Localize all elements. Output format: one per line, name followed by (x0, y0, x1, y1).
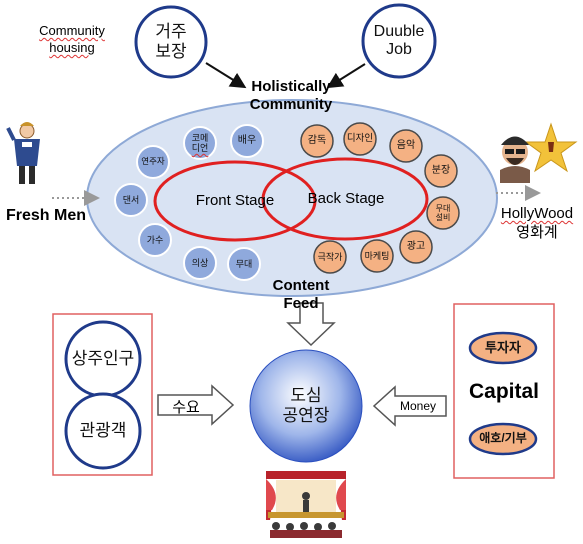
patron-pill-line-1: 애호/기부 (479, 431, 527, 446)
role-costume-circle (183, 246, 217, 280)
role-director-label: 감독 (301, 125, 333, 157)
back-stage-label: Back Stage (307, 190, 385, 207)
role-singer-line-1: 가수 (146, 234, 164, 245)
role-design-label: 디자인 (344, 123, 376, 155)
community-housing-line-2: housing (49, 40, 95, 55)
role-music-label: 음악 (390, 130, 422, 162)
front-stage-ring (153, 160, 317, 242)
housing-guarantee-text: 거주 보장 (136, 7, 206, 77)
tourist-line-1: 관광객 (79, 421, 127, 441)
money-arrow-label: Money (399, 399, 437, 413)
content-feed-label: Content Feed (262, 277, 340, 313)
hollywood-star-icon (500, 122, 578, 183)
double-job-line-1: Duuble (373, 22, 425, 40)
role-design-line-1: 디자인 (346, 132, 374, 144)
role-actor-circle (230, 124, 264, 158)
resident-population-text: 상주인구 (66, 322, 140, 396)
housing-guarantee-line-2: 보장 (155, 42, 187, 61)
tourist-circle (64, 392, 142, 470)
double-job-circle (361, 3, 437, 79)
role-director-circle (300, 124, 334, 158)
urban-theater-text: 도심 공연장 (256, 370, 356, 442)
role-dancer-line-1: 댄서 (122, 194, 140, 205)
role-design-circle (343, 122, 377, 156)
role-stage-equipment-label: 무대 설비 (427, 197, 459, 229)
role-stage-equipment-line-2: 설비 (435, 213, 451, 222)
capital-title: Capital (468, 380, 539, 403)
hollywood-line-2: 영화계 (516, 224, 558, 241)
ellipse-title: Holistically Community (232, 78, 350, 114)
ellipse-title-line-2: Community (249, 96, 333, 113)
content-feed-line-1: Content (272, 277, 330, 294)
role-makeup-label: 분장 (425, 155, 457, 187)
patron-pill (468, 422, 538, 456)
housing-arrow (205, 62, 247, 89)
hollywood-label: HollyWood 영화계 (494, 204, 580, 242)
double-job-text: Duuble Job (363, 5, 435, 77)
role-music-line-1: 음악 (396, 140, 416, 152)
back-stage-ring (261, 157, 429, 241)
role-advertising-line-1: 광고 (406, 241, 426, 253)
role-comedian-label: 코메 디언 (184, 127, 216, 159)
demand-arrow-label: 수요 (172, 399, 200, 416)
tourist-text: 관광객 (66, 394, 140, 468)
urban-theater-line-1: 도심 (290, 386, 322, 406)
role-costume-label: 의상 (184, 247, 216, 279)
role-playwright-label: 극작가 (314, 241, 346, 273)
role-performer-label: 연주자 (137, 146, 169, 178)
ellipse-title-line-1: Holistically (251, 78, 331, 95)
role-advertising-circle (399, 230, 433, 264)
content-feed-arrow (286, 302, 336, 347)
housing-guarantee-line-1: 거주 (155, 22, 187, 42)
role-makeup-circle (424, 154, 458, 188)
role-stage-equipment-line-1: 무대 (435, 203, 451, 213)
double-job-line-2: Job (386, 41, 412, 58)
role-comedian-line-2: 디언 (191, 143, 209, 153)
role-actor-label: 배우 (231, 125, 263, 157)
role-performer-line-1: 연주자 (141, 156, 165, 167)
role-music-circle (389, 129, 423, 163)
content-feed-line-2: Feed (283, 295, 319, 312)
job-arrow (326, 63, 366, 89)
urban-theater-line-2: 공연장 (282, 406, 330, 425)
role-playwright-line-1: 극작가 (317, 251, 343, 262)
role-director-line-1: 감독 (307, 135, 327, 147)
demand-arrow (157, 384, 235, 426)
resident-population-line-1: 상주인구 (71, 349, 135, 369)
role-stage-line-1: 무대 (235, 258, 253, 269)
investor-pill (468, 331, 538, 365)
role-dancer-circle (114, 183, 148, 217)
role-dancer-label: 댄서 (115, 184, 147, 216)
role-marketing-line-1: 마케팅 (364, 250, 390, 261)
money-arrow (372, 385, 447, 427)
urban-theater-sphere (249, 349, 363, 463)
patron-pill-text: 애호/기부 (470, 425, 536, 453)
role-singer-label: 가수 (139, 224, 171, 256)
boy-figure-icon (6, 122, 40, 184)
fresh-men-label: Fresh Men (6, 207, 87, 224)
role-comedian-circle (183, 126, 217, 160)
investor-pill-text: 투자자 (470, 334, 536, 362)
role-marketing-label: 마케팅 (361, 240, 393, 272)
role-marketing-circle (360, 239, 394, 273)
role-singer-circle (138, 223, 172, 257)
role-stage-label: 무대 (228, 248, 260, 280)
community-housing-line-1: Community (39, 23, 105, 38)
role-comedian-line-1: 코메 (191, 132, 209, 143)
role-playwright-circle (313, 240, 347, 274)
role-performer-circle (136, 145, 170, 179)
role-costume-line-1: 의상 (191, 257, 209, 268)
role-actor-line-1: 배우 (237, 135, 257, 147)
front-stage-label: Front Stage (195, 192, 275, 209)
theater-stage-icon (264, 469, 348, 539)
investor-pill-line-1: 투자자 (485, 339, 521, 355)
role-stage-equipment-circle (426, 196, 460, 230)
role-stage-circle (227, 247, 261, 281)
hollywood-line-1: HollyWood (500, 205, 574, 222)
community-housing-label: Community housing (22, 22, 122, 56)
role-advertising-label: 광고 (400, 231, 432, 263)
housing-guarantee-circle (134, 5, 208, 79)
role-makeup-line-1: 분장 (431, 165, 451, 177)
